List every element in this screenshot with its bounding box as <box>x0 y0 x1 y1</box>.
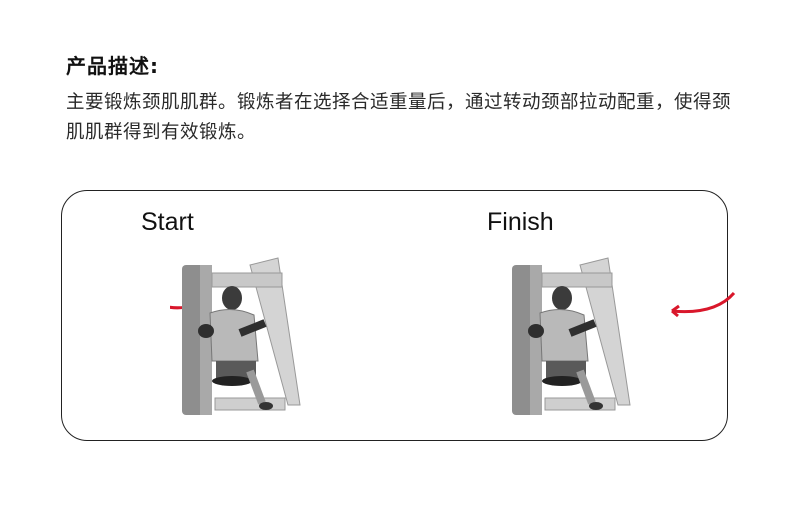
product-description: 主要锻炼颈肌肌群。锻炼者在选择合适重量后，通过转动颈部拉动配重，使得颈肌肌群得到… <box>66 92 732 143</box>
person-icon <box>528 286 603 410</box>
section-title: 产品描述: <box>66 54 159 78</box>
exercise-diagram-panel: Start Finish <box>61 190 736 441</box>
red-arrow-icon <box>671 291 736 318</box>
start-position-illustration <box>170 257 301 415</box>
finish-position-illustration <box>512 257 736 415</box>
start-label: Start <box>141 208 194 236</box>
person-icon <box>198 286 273 410</box>
finish-label: Finish <box>487 208 554 236</box>
neck-machine-icon <box>512 257 631 415</box>
